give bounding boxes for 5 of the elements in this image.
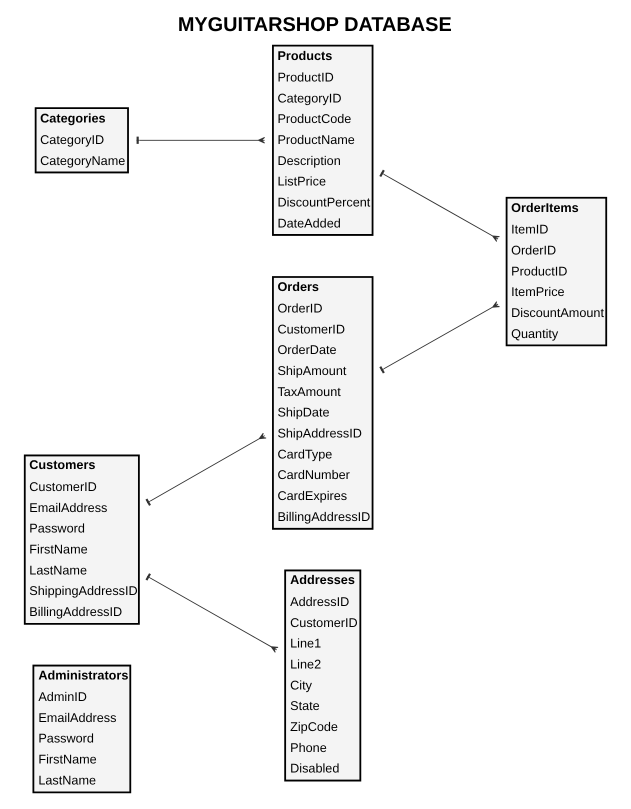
diagram-title: MYGUITARSHOP DATABASE	[178, 14, 452, 36]
connector	[145, 432, 267, 506]
connector	[379, 301, 500, 374]
connector	[379, 170, 500, 242]
connector	[146, 573, 279, 653]
